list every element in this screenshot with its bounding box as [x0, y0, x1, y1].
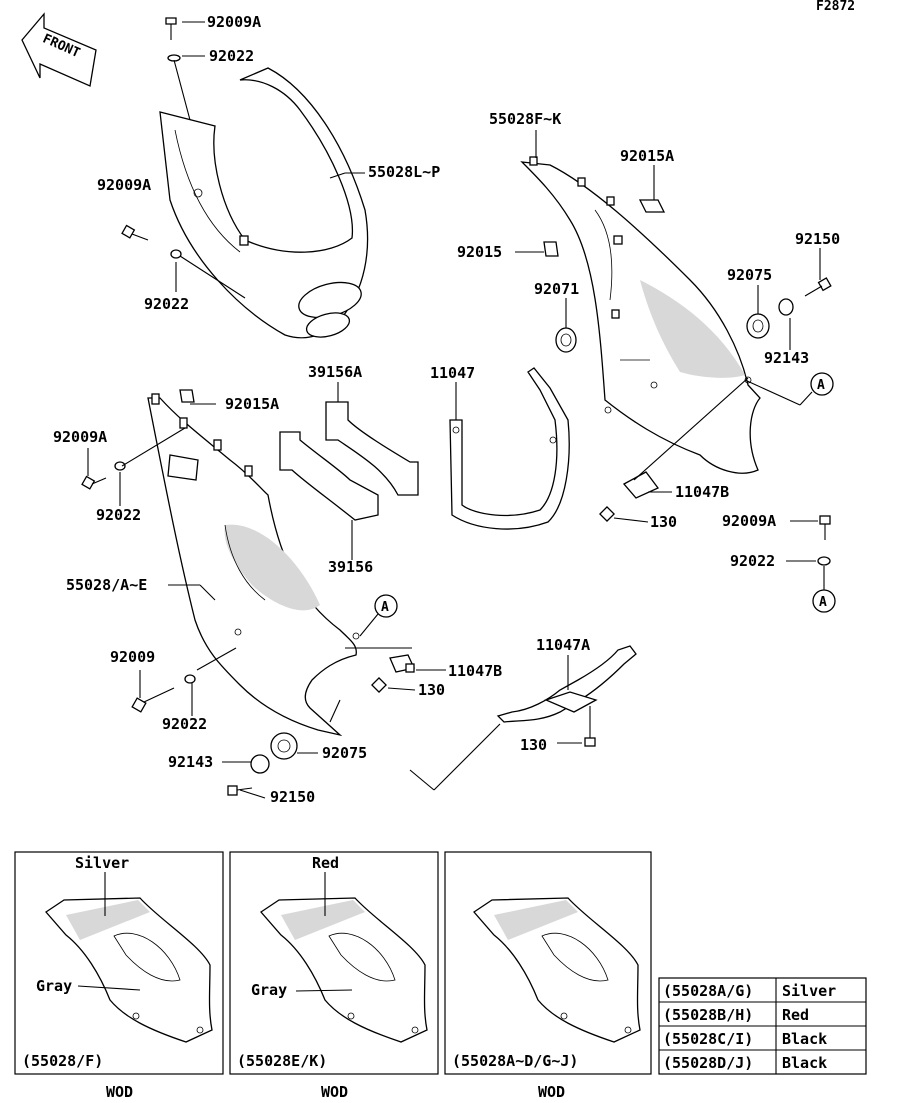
callout-92150-right: 92150 — [795, 230, 840, 248]
ref-marker-a-far: A — [812, 589, 836, 613]
callout-92022-bottom: 92022 — [162, 715, 207, 733]
color-table: (55028A/G) Silver (55028B/H) Red (55028C… — [658, 977, 867, 1075]
callout-92143-bottom: 92143 — [168, 753, 213, 771]
callout-11047B-center: 11047B — [448, 662, 502, 680]
grommet-icon — [114, 461, 126, 471]
insulator-39156-part — [279, 431, 379, 521]
screw-icon — [81, 475, 107, 490]
callout-11047B-right: 11047B — [675, 483, 729, 501]
color-table-code: (55028A/G) — [663, 982, 753, 1000]
callout-92009A-far: 92009A — [722, 512, 776, 530]
callout-55028LP: 55028L~P — [368, 163, 440, 181]
callout-92015A-left: 92015A — [225, 395, 279, 413]
callout-92022-left: 92022 — [144, 295, 189, 313]
variant-panel-3: (55028A~D/G~J) WOD — [444, 851, 652, 1101]
washer-icon — [250, 754, 270, 774]
callout-92075-bottom: 92075 — [322, 744, 367, 762]
right-side-cowl-part — [520, 156, 761, 474]
color-table-color: Black — [782, 1030, 827, 1048]
callout-55028AE: 55028/A~E — [66, 576, 147, 594]
grommet-icon — [270, 732, 298, 760]
washer-icon — [817, 556, 831, 566]
callout-39156A: 39156A — [308, 363, 362, 381]
bracket-11047B-right-part — [622, 471, 660, 499]
callout-92075-right: 92075 — [727, 266, 772, 284]
svg-text:A: A — [817, 378, 825, 393]
variant-panel-2: Red Gray (55028E/K) WOD — [229, 851, 439, 1101]
callout-11047A: 11047A — [536, 636, 590, 654]
screw-icon — [165, 17, 177, 40]
callout-130-lower: 130 — [520, 736, 547, 754]
screw-icon — [227, 785, 253, 796]
callout-55028FK: 55028F~K — [489, 110, 561, 128]
panel-3-caption: (55028A~D/G~J) — [452, 1052, 578, 1070]
screw-icon — [131, 687, 175, 713]
color-table-color: Red — [782, 1006, 809, 1024]
upper-cowl-part — [159, 67, 369, 339]
panel-1-top-label: Silver — [75, 854, 129, 872]
callout-92009A-left: 92009A — [97, 176, 151, 194]
screw-icon — [804, 277, 832, 297]
callout-92071: 92071 — [534, 280, 579, 298]
svg-text:A: A — [381, 600, 389, 615]
color-table-code: (55028C/I) — [663, 1030, 753, 1048]
ref-marker-a-right: A — [810, 372, 834, 396]
grommet-icon — [184, 674, 196, 684]
callout-92022-far: 92022 — [730, 552, 775, 570]
washer-icon — [778, 298, 794, 316]
callout-92009: 92009 — [110, 648, 155, 666]
callout-92009A-top: 92009A — [207, 13, 261, 31]
panel-2-mid-label: Gray — [251, 981, 287, 999]
panel-2-caption: (55028E/K) — [237, 1052, 327, 1070]
callout-92009A-lower: 92009A — [53, 428, 107, 446]
color-table-code: (55028D/J) — [663, 1054, 753, 1072]
clip-nut-icon — [179, 389, 195, 403]
callout-92022-top: 92022 — [209, 47, 254, 65]
figure-id: F2872 — [816, 0, 855, 14]
svg-text:A: A — [819, 595, 827, 610]
callout-11047: 11047 — [430, 364, 475, 382]
callout-92150-bottom: 92150 — [270, 788, 315, 806]
color-table-color: Black — [782, 1054, 827, 1072]
bracket-11047-part — [449, 367, 570, 530]
callout-92015: 92015 — [457, 243, 502, 261]
callout-39156: 39156 — [328, 558, 373, 576]
panel-2-footer: WOD — [321, 1083, 348, 1101]
color-table-code: (55028B/H) — [663, 1006, 753, 1024]
panel-1-mid-label: Gray — [36, 977, 72, 995]
color-table-color: Silver — [782, 982, 836, 1000]
grommet-icon — [170, 249, 182, 259]
callout-92143-right: 92143 — [764, 349, 809, 367]
left-lower-cowl-part — [147, 393, 360, 737]
ref-marker-a-left: A — [374, 594, 398, 618]
variant-panel-1: Silver Gray (55028/F) WOD — [14, 851, 224, 1101]
panel-1-caption: (55028/F) — [22, 1052, 103, 1070]
bolt-icon — [599, 506, 615, 522]
clip-nut-icon — [543, 241, 559, 257]
screw-icon — [121, 224, 149, 241]
grommet-icon — [746, 313, 770, 339]
insulator-39156A-part — [325, 401, 419, 496]
panel-1-footer: WOD — [106, 1083, 133, 1101]
clip-nut-icon — [638, 199, 666, 213]
callout-130-center: 130 — [418, 681, 445, 699]
callout-92022-lower: 92022 — [96, 506, 141, 524]
bolt-icon — [371, 677, 387, 693]
grommet-icon — [555, 327, 577, 353]
bracket-11047A-part — [496, 645, 637, 747]
callout-130-right: 130 — [650, 513, 677, 531]
panel-3-footer: WOD — [538, 1083, 565, 1101]
screw-icon — [819, 515, 831, 540]
front-arrow-icon: FRONT — [21, 12, 97, 87]
bracket-11047B-center-part — [389, 654, 415, 673]
panel-2-top-label: Red — [312, 854, 339, 872]
callout-92015A-right: 92015A — [620, 147, 674, 165]
